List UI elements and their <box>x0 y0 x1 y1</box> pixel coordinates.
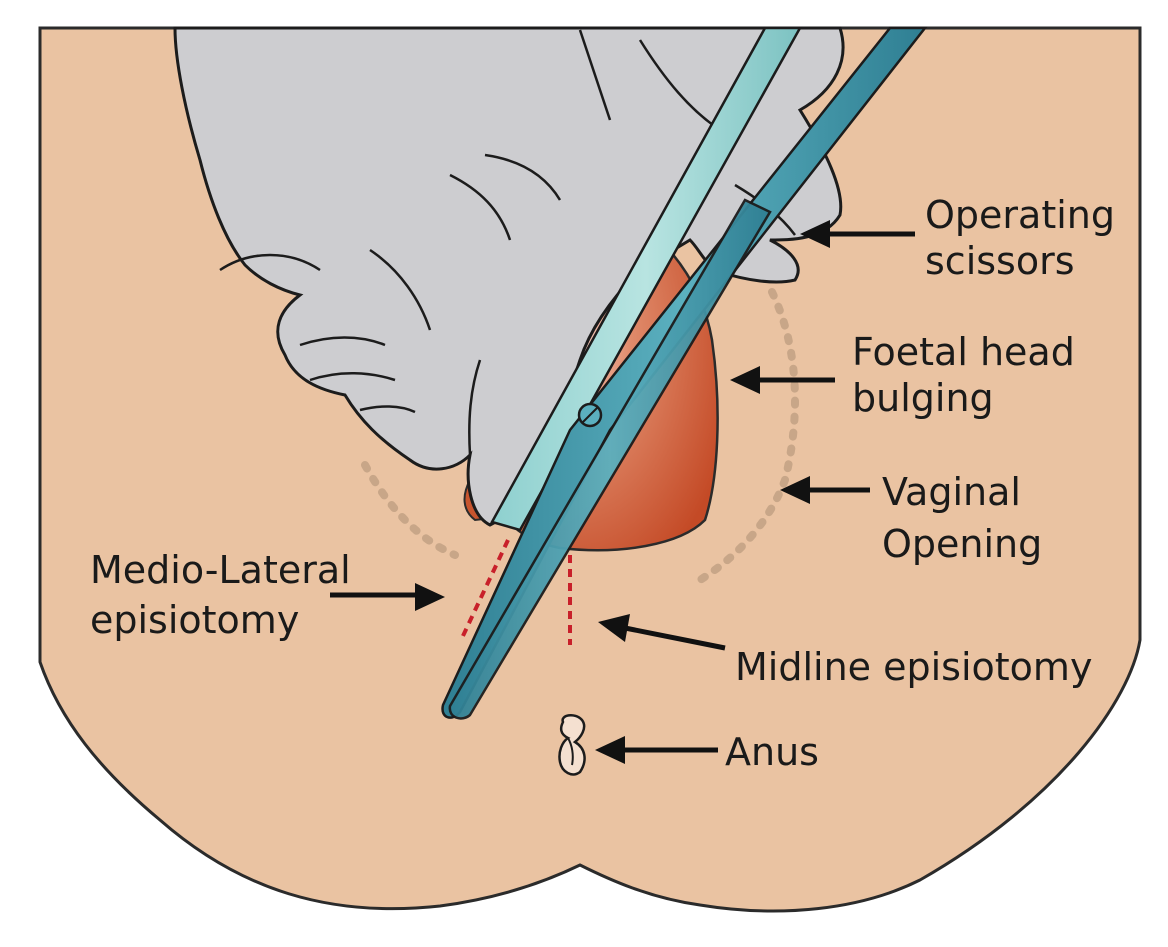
label-line: Foetal head <box>852 330 1075 374</box>
label-line: Operating <box>925 193 1115 237</box>
label-midline: Midline episiotomy <box>735 645 1092 689</box>
label-line: Opening <box>882 522 1042 566</box>
label-line: Medio-Lateral <box>90 548 351 592</box>
label-line: Anus <box>725 730 819 774</box>
label-line: Vaginal <box>882 470 1021 514</box>
label-line: scissors <box>925 239 1075 283</box>
label-line: bulging <box>852 376 994 420</box>
label-anus: Anus <box>725 730 819 774</box>
label-line: episiotomy <box>90 598 299 642</box>
label-line: Midline episiotomy <box>735 645 1092 689</box>
